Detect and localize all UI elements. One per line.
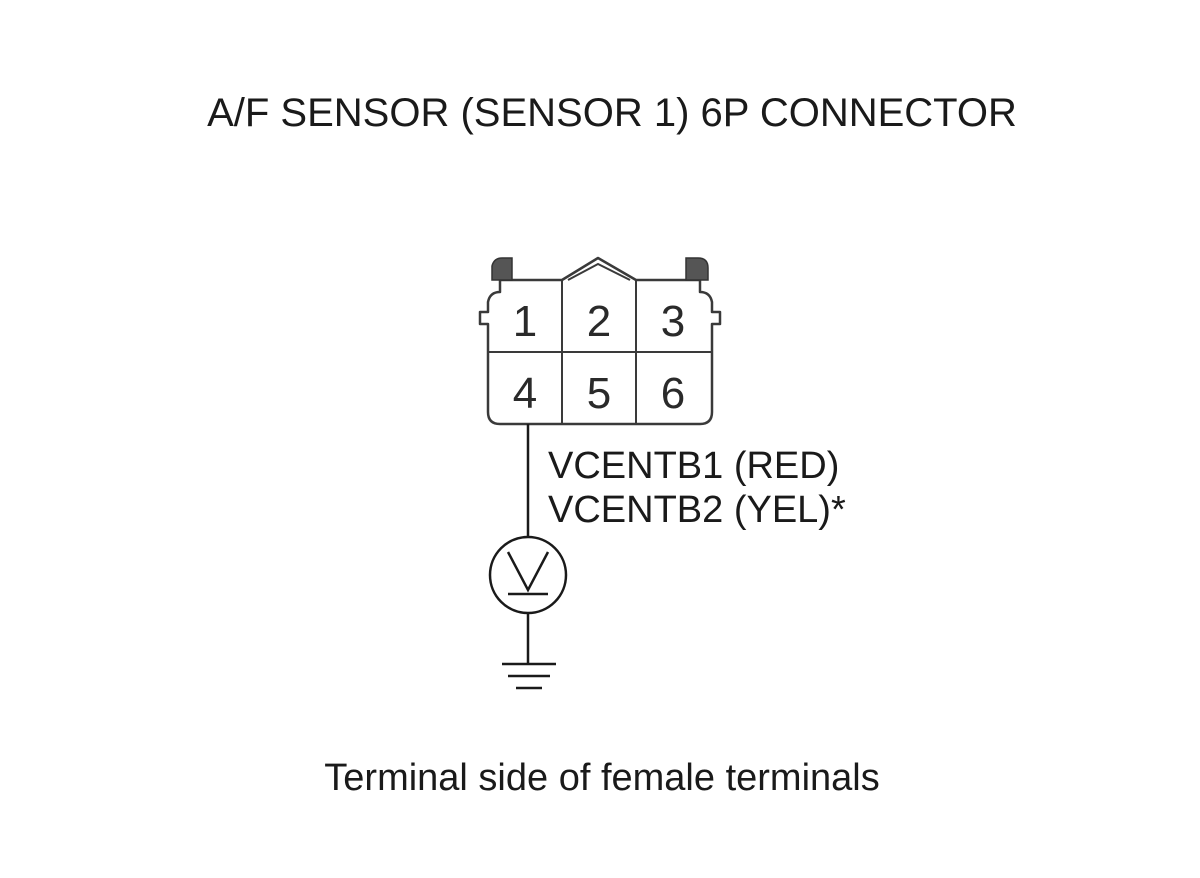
diagram-title: A/F SENSOR (SENSOR 1) 6P CONNECTOR xyxy=(207,91,1017,135)
pin-4: 4 xyxy=(513,369,537,418)
connector-key xyxy=(567,262,631,281)
pin-5: 5 xyxy=(587,369,611,418)
ground-icon xyxy=(502,662,556,690)
pin-1: 1 xyxy=(513,297,537,346)
connector-housing xyxy=(478,256,722,426)
pin-2: 2 xyxy=(587,297,611,346)
diagram-caption: Terminal side of female terminals xyxy=(324,757,879,799)
wire-label-1: VCENTB1 (RED) xyxy=(548,445,839,487)
connector-latch-right xyxy=(685,257,709,281)
connector-latch-left xyxy=(491,257,513,281)
wire-label-2: VCENTB2 (YEL)* xyxy=(548,489,846,531)
pin-3: 3 xyxy=(661,297,685,346)
voltmeter-icon xyxy=(488,535,568,615)
pin-6: 6 xyxy=(661,369,685,418)
connector-6p: 1 2 3 4 5 6 xyxy=(478,256,722,426)
